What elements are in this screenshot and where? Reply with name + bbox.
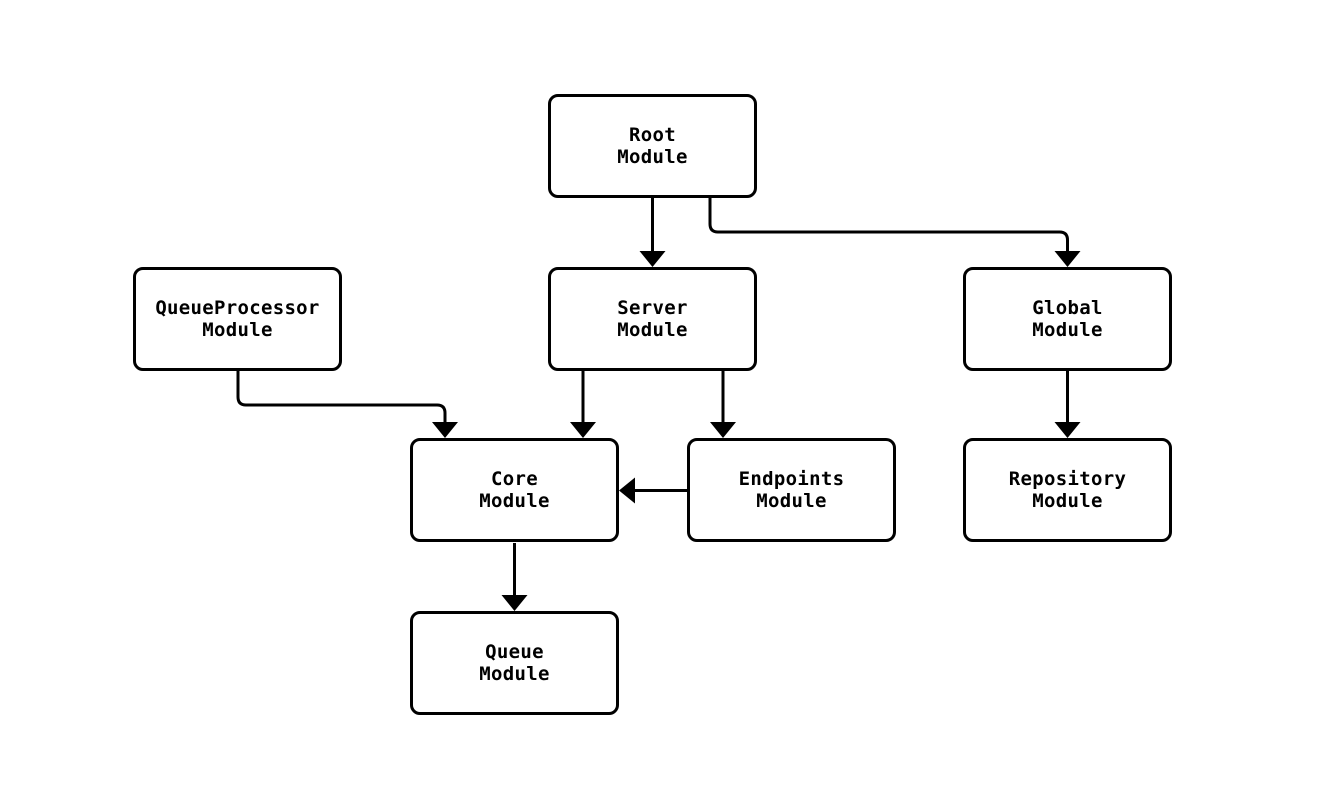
edge-core-to-queue [501,543,528,611]
node-core-module: Core Module [410,438,619,542]
node-server-module: Server Module [548,267,757,371]
edge-server-to-endpoints [710,371,736,438]
node-label-line1: QueueProcessor [155,297,320,319]
node-label-line2: Module [202,319,273,341]
node-root-module: Root Module [548,94,757,198]
node-label-line1: Repository [1008,468,1127,490]
edge-root-to-global [708,198,1081,267]
node-label-line1: Root [629,124,676,146]
node-label-line1: Global [1032,297,1103,319]
node-repository-module: Repository Module [963,438,1172,542]
edge-root-to-server [639,198,666,267]
node-label-line1: Core [491,468,538,490]
node-label-line2: Module [756,490,827,512]
node-label-line1: Server [617,297,688,319]
edge-global-to-repository [1054,371,1081,438]
edge-queueprocessor-to-core [236,371,458,438]
node-label-line2: Module [479,663,550,685]
node-label-line2: Module [617,319,688,341]
node-label-line2: Module [479,490,550,512]
node-label-line2: Module [617,146,688,168]
node-label-line2: Module [1032,490,1103,512]
node-global-module: Global Module [963,267,1172,371]
node-label-line1: Endpoints [738,468,845,490]
edge-endpoints-to-core [619,477,687,504]
edge-server-to-core [570,371,596,438]
node-endpoints-module: Endpoints Module [687,438,896,542]
node-label-line1: Queue [485,641,544,663]
node-queue-module: Queue Module [410,611,619,715]
node-label-line2: Module [1032,319,1103,341]
node-queueprocessor-module: QueueProcessor Module [133,267,342,371]
